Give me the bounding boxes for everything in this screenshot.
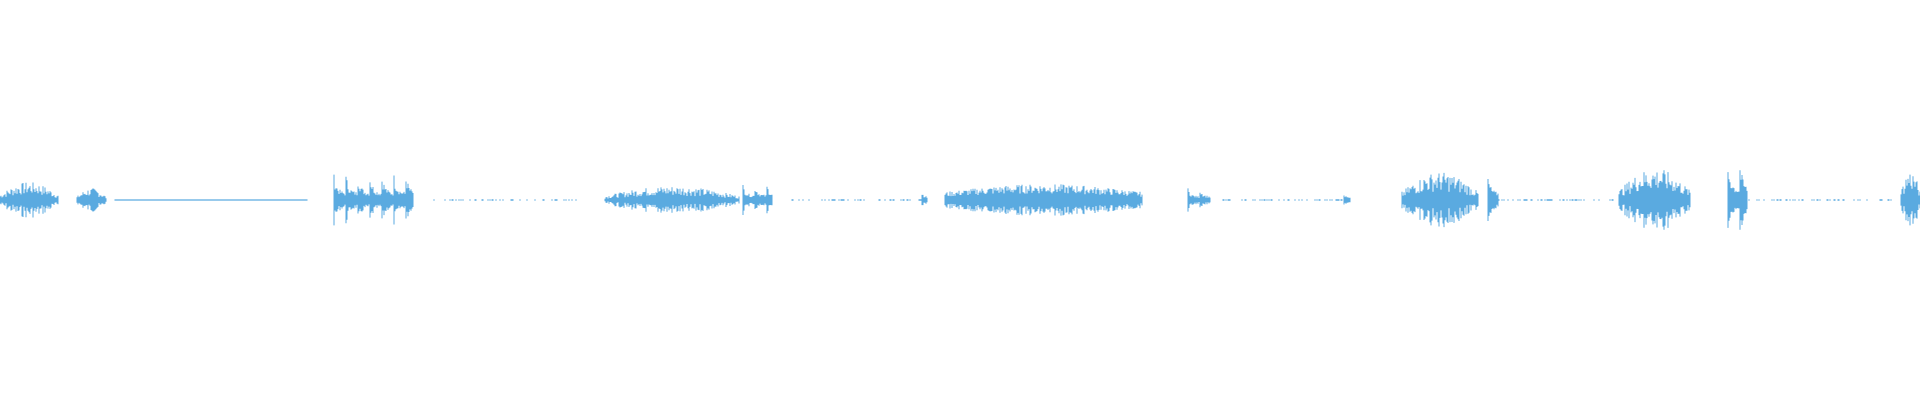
waveform-path xyxy=(0,170,1920,230)
waveform-peaks xyxy=(0,170,1920,230)
